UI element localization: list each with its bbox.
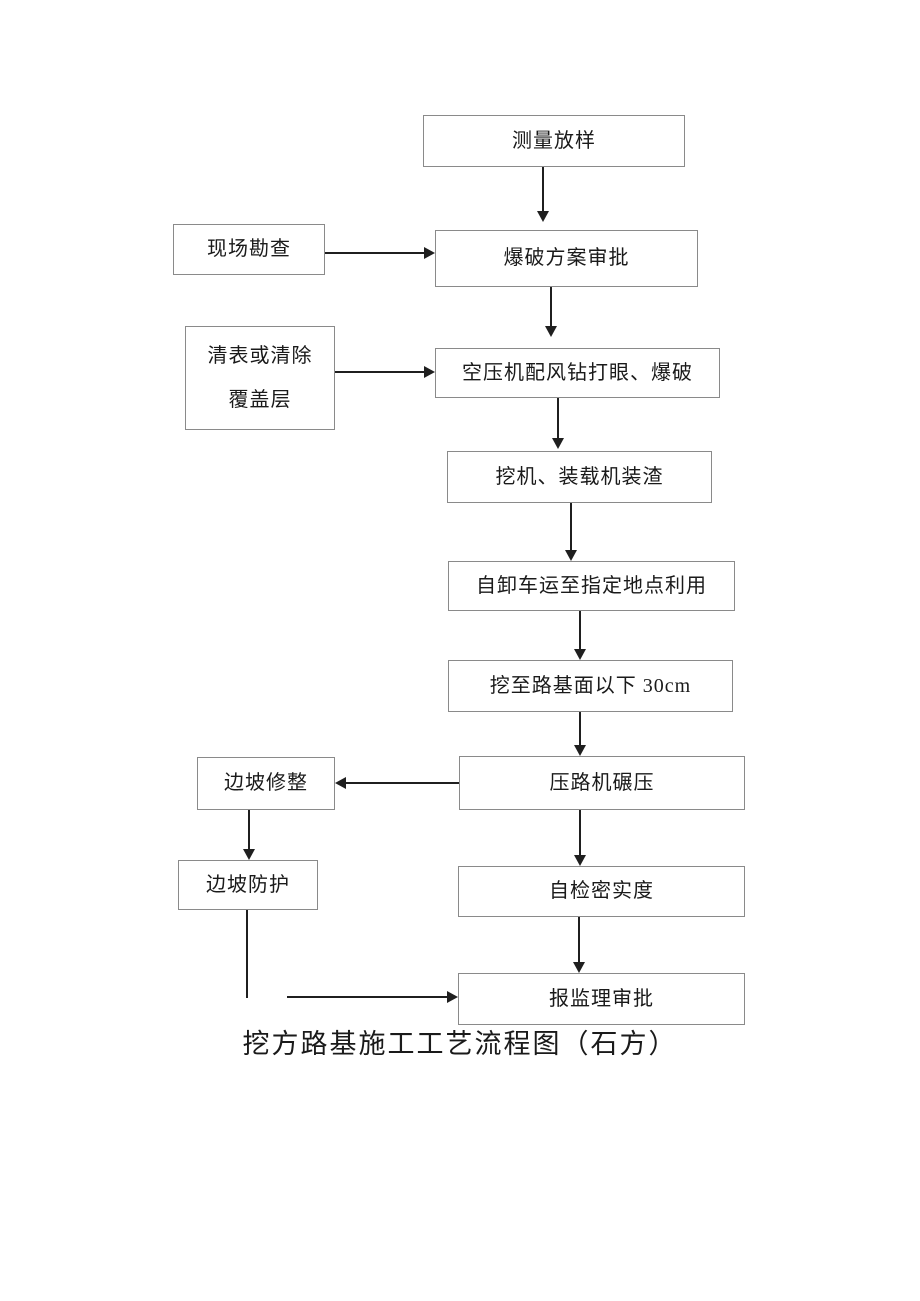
node-slope-protect-label: 边坡防护 (206, 873, 290, 896)
node-slope-trim-label: 边坡修整 (224, 772, 308, 794)
node-excavate: 挖至路基面以下 30cm (448, 660, 733, 712)
node-clearing-label-line1: 清表或清除 (207, 345, 313, 367)
node-hauling-label: 自卸车运至指定地点利用 (476, 574, 707, 597)
node-self-check: 自检密实度 (458, 866, 745, 917)
node-measure: 测量放样 (423, 115, 685, 167)
node-slope-trim: 边坡修整 (197, 757, 335, 810)
node-slope-protect: 边坡防护 (178, 860, 318, 910)
node-rolling: 压路机碾压 (459, 756, 745, 810)
node-clearing-label-line2: 覆盖层 (228, 389, 292, 411)
node-site-survey: 现场勘查 (173, 224, 325, 275)
node-report: 报监理审批 (458, 973, 745, 1025)
node-loading-label: 挖机、装载机装渣 (495, 465, 664, 488)
node-report-label: 报监理审批 (549, 987, 654, 1010)
node-drilling: 空压机配风钻打眼、爆破 (435, 348, 720, 398)
node-blasting-approval: 爆破方案审批 (435, 230, 698, 287)
node-excavate-label: 挖至路基面以下 30cm (489, 674, 692, 697)
node-site-survey-label: 现场勘查 (207, 238, 291, 260)
node-clearing: 清表或清除 覆盖层 (185, 326, 335, 430)
diagram-caption: 挖方路基施工工艺流程图（石方） (242, 1029, 678, 1059)
node-self-check-label: 自检密实度 (549, 880, 654, 902)
node-rolling-label: 压路机碾压 (549, 771, 655, 794)
node-drilling-label: 空压机配风钻打眼、爆破 (462, 361, 693, 384)
node-blasting-approval-label: 爆破方案审批 (503, 247, 630, 269)
node-hauling: 自卸车运至指定地点利用 (448, 561, 735, 611)
node-loading: 挖机、装载机装渣 (447, 451, 712, 503)
node-measure-label: 测量放样 (512, 129, 596, 152)
